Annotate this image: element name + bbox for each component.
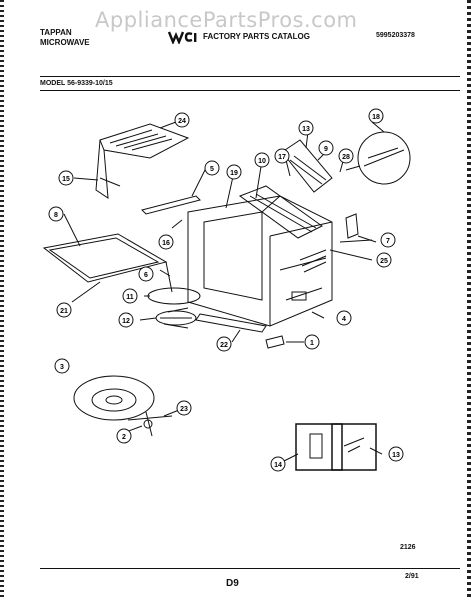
- callout-23: 23: [176, 400, 192, 416]
- part-oven-cavity: [187, 195, 333, 327]
- part-coupler: [127, 411, 173, 437]
- callout-label: 8: [54, 212, 58, 219]
- callout-label: 3: [60, 364, 64, 371]
- watermark: AppliancePartsPros.com: [95, 8, 358, 32]
- page-number: D9: [226, 578, 239, 589]
- catalog-title: FACTORY PARTS CATALOG: [203, 32, 310, 41]
- brand-line-1: TAPPAN: [40, 28, 72, 37]
- callout-1: 1: [304, 334, 320, 350]
- callout-label: 6: [144, 272, 148, 279]
- revision-date: 2/91: [405, 573, 419, 580]
- footer-rule: [40, 568, 460, 569]
- callout-9: 9: [318, 140, 334, 156]
- callout-12: 12: [118, 312, 134, 328]
- callout-label: 2: [122, 434, 126, 441]
- brand-line-2: MICROWAVE: [40, 38, 90, 47]
- callout-3: 3: [54, 358, 70, 374]
- callout-label: 1: [310, 340, 314, 347]
- callout-label: 21: [60, 308, 68, 315]
- callout-18: 18: [368, 108, 384, 124]
- model-label: MODEL 56-9339-10/15: [40, 80, 113, 87]
- callout-21: 21: [56, 302, 72, 318]
- callout-label: 11: [126, 294, 134, 301]
- callout-label: 10: [258, 158, 266, 165]
- callout-24: 24: [174, 112, 190, 128]
- callout-8: 8: [48, 206, 64, 222]
- callout-label: 19: [230, 170, 238, 177]
- brand-block: TAPPAN MICROWAVE: [40, 28, 90, 48]
- callout-label: 16: [162, 240, 170, 247]
- part-outer-wrapper: [95, 123, 190, 199]
- callout-label: 5: [210, 166, 214, 173]
- callout-label: 13: [392, 452, 400, 459]
- callout-17: 17: [274, 148, 290, 164]
- part-glass-turntable: [73, 375, 155, 421]
- callout-label: 18: [372, 114, 380, 121]
- callout-19: 19: [226, 164, 242, 180]
- callout-label: 23: [180, 406, 188, 413]
- part-control-panel: [281, 139, 333, 193]
- callout-7: 7: [380, 232, 396, 248]
- callout-label: 13: [302, 126, 310, 133]
- callout-2: 2: [116, 428, 132, 444]
- callout-13-top: 13: [298, 120, 314, 136]
- callout-15: 15: [58, 170, 74, 186]
- part-thermostat: [331, 423, 377, 471]
- wci-logo-icon: [168, 31, 197, 44]
- callout-label: 15: [62, 176, 70, 183]
- callout-28: 28: [338, 148, 354, 164]
- model-rule: [40, 90, 460, 91]
- callout-25: 25: [376, 252, 392, 268]
- callout-label: 22: [220, 342, 228, 349]
- callout-label: 4: [342, 316, 346, 323]
- callout-label: 9: [324, 146, 328, 153]
- callout-label: 12: [122, 318, 130, 325]
- callout-16: 16: [158, 234, 174, 250]
- document-number: 5995203378: [376, 32, 415, 39]
- scan-edge-right: [467, 0, 471, 600]
- header-rule: [40, 76, 460, 77]
- figure-number: 2126: [400, 544, 416, 551]
- callout-4: 4: [336, 310, 352, 326]
- part-latch: [265, 335, 285, 349]
- part-rod: [141, 195, 201, 215]
- scan-edge-left: [0, 0, 4, 600]
- part-bracket: [345, 213, 359, 239]
- part-fan-blade: [345, 131, 411, 185]
- callout-14: 14: [270, 456, 286, 472]
- callout-10: 10: [254, 152, 270, 168]
- callout-5: 5: [204, 160, 220, 176]
- callout-6: 6: [138, 266, 154, 282]
- callout-label: 7: [386, 238, 390, 245]
- callout-label: 24: [178, 118, 186, 125]
- part-switch: [295, 423, 343, 471]
- callout-label: 28: [342, 154, 350, 161]
- callout-label: 14: [274, 462, 282, 469]
- callout-label: 17: [278, 154, 286, 161]
- callout-22: 22: [216, 336, 232, 352]
- callout-label: 25: [380, 258, 388, 265]
- callout-13-bottom: 13: [388, 446, 404, 462]
- part-bottom-strip: [195, 313, 267, 333]
- callout-11: 11: [122, 288, 138, 304]
